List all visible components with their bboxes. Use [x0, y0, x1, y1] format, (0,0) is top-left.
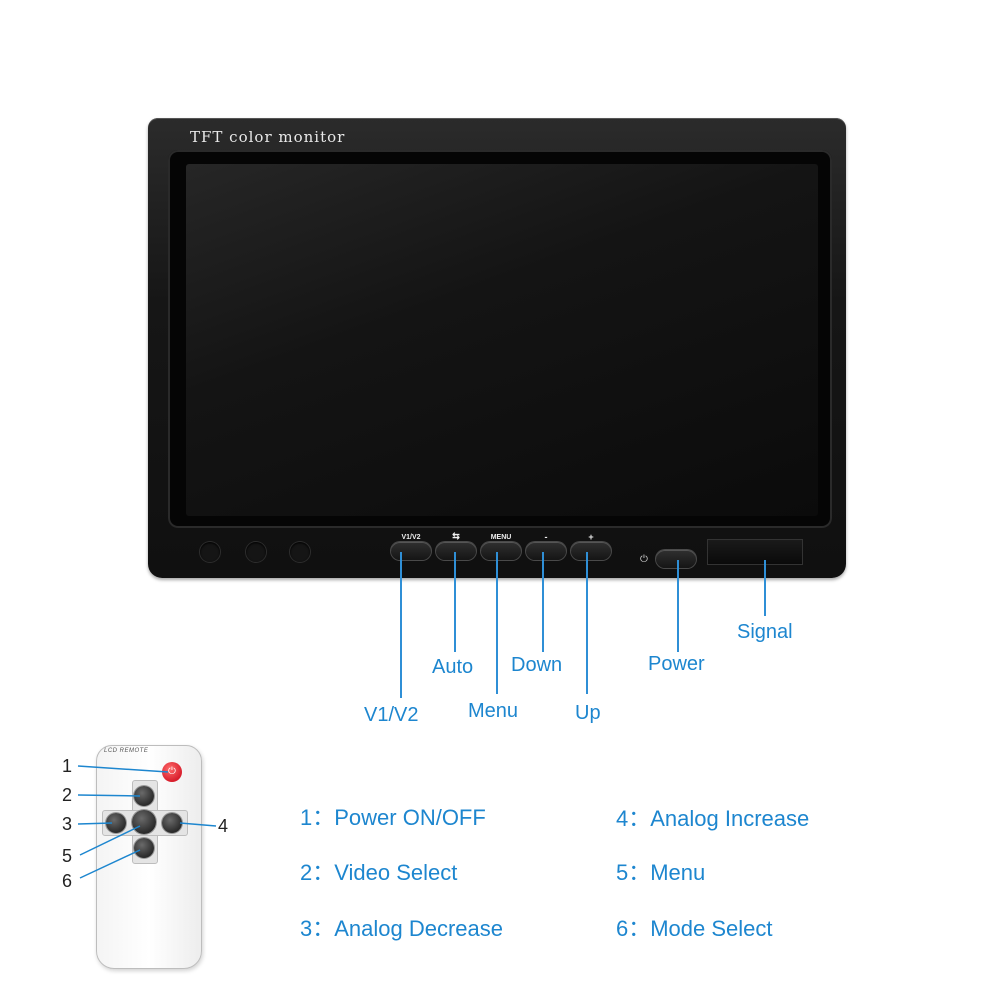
menu-button-label: MENU [490, 534, 512, 541]
power-icon: ⏻ [640, 554, 648, 565]
remote-video-select-button[interactable] [134, 786, 154, 806]
legend-item-analog-decrease: 3：Analog Decrease [300, 916, 504, 941]
auto-leader-line [454, 552, 456, 652]
remote-number-3: 3 [62, 814, 73, 834]
v1v2-button-label: V1/V2 [401, 534, 421, 541]
down-callout: Down [511, 654, 563, 676]
legend-item-mode-select: 6：Mode Select [616, 916, 773, 941]
remote-title: LCD REMOTE [104, 748, 149, 754]
remote-power-button[interactable]: ⏻ [162, 762, 182, 782]
remote-menu-button[interactable] [132, 810, 156, 834]
down-leader-line [542, 552, 544, 652]
legend-item-analog-increase: 4：Analog Increase [616, 806, 810, 831]
down-button[interactable] [526, 542, 566, 560]
remote-number-5: 5 [62, 846, 73, 866]
signal-leader-line [764, 560, 766, 616]
remote-mode-select-button[interactable] [134, 838, 154, 858]
speaker-hole [290, 542, 310, 562]
remote-number-4: 4 [218, 816, 229, 836]
remote-analog-decrease-button[interactable] [106, 813, 126, 833]
up-button[interactable] [571, 542, 611, 560]
menu-callout: Menu [468, 700, 519, 722]
up-leader-line [586, 552, 588, 694]
up-callout: Up [575, 702, 601, 724]
speaker-hole [246, 542, 266, 562]
remote-number-6: 6 [62, 871, 73, 891]
power-leader-line [677, 560, 679, 652]
v1v2-callout: V1/V2 [364, 704, 419, 726]
menu-leader-line [496, 552, 498, 694]
auto-button-label: ⇆ [452, 531, 460, 541]
signal-receiver-window [708, 540, 802, 564]
signal-callout: Signal [737, 621, 793, 643]
auto-button[interactable] [436, 542, 476, 560]
remote-number-1: 1 [62, 756, 73, 776]
v1v2-leader-line [400, 552, 402, 698]
remote-analog-increase-button[interactable] [162, 813, 182, 833]
monitor-screen [186, 164, 818, 516]
monitor-brand-text: TFT color monitor [190, 128, 346, 146]
speaker-hole [200, 542, 220, 562]
down-button-label: - [544, 532, 548, 542]
menu-button[interactable] [481, 542, 521, 560]
power-button[interactable] [656, 550, 696, 568]
remote-number-2: 2 [62, 785, 73, 805]
power-callout: Power [648, 653, 705, 675]
auto-callout: Auto [432, 656, 474, 678]
up-button-label: + [588, 532, 594, 542]
legend-item-power: 1：Power ON/OFF [300, 805, 486, 830]
legend-item-menu: 5：Menu [616, 860, 706, 885]
legend-item-video-select: 2：Video Select [300, 860, 458, 885]
